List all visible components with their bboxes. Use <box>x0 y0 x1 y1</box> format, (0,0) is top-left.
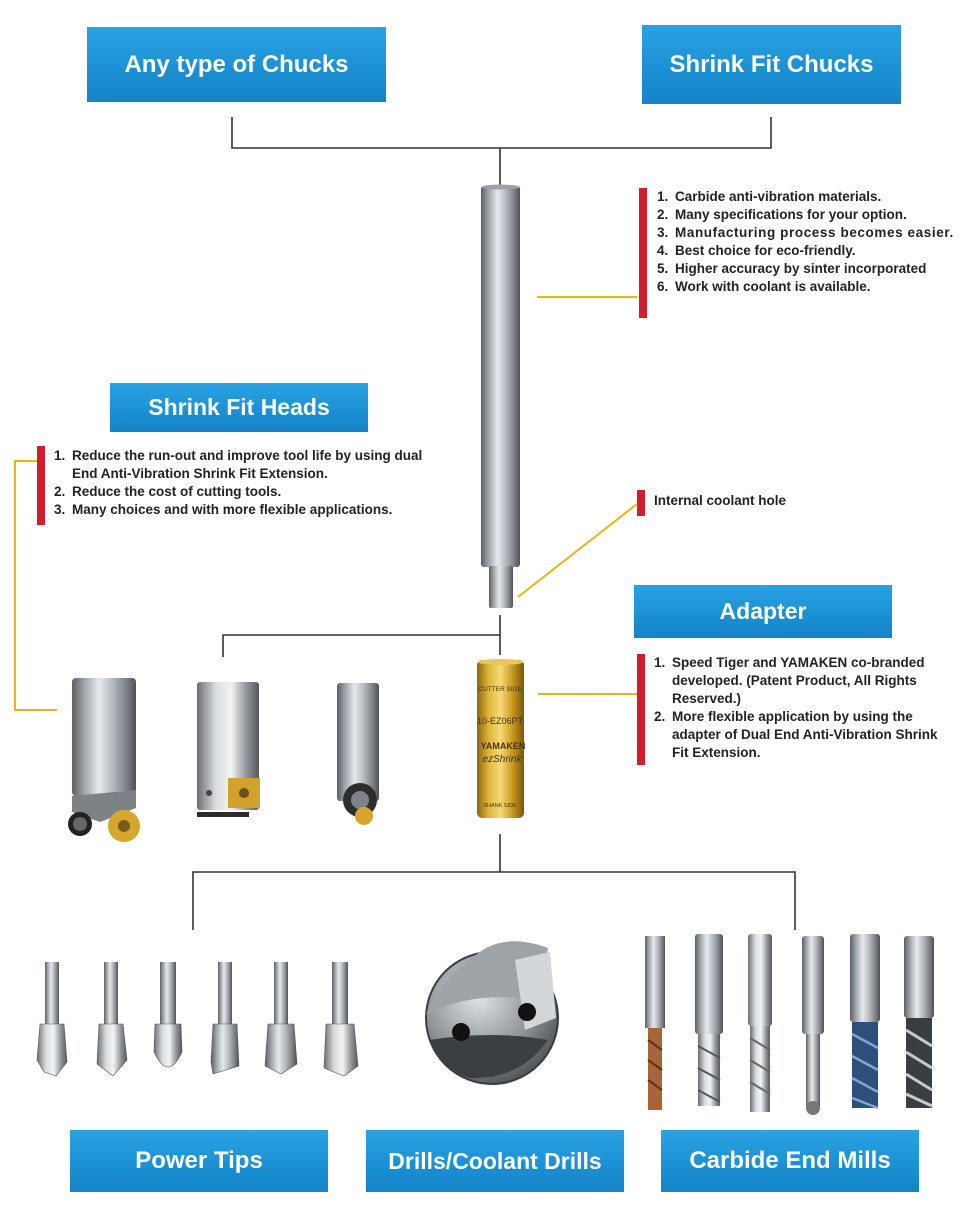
red-bar-extension <box>639 188 647 318</box>
shrink-fit-head-1-image <box>68 678 140 842</box>
list-item: 2.Many specifications for your option. <box>657 207 907 222</box>
adapter-mark-1: CUTTER SIDE <box>478 686 522 693</box>
extension-feature-list: 1.Carbide anti-vibration materials. 2.Ma… <box>657 188 955 296</box>
shrink-fit-head-2-image <box>197 682 260 817</box>
leader-lines <box>14 296 638 711</box>
box-any-type-of-chucks: Any type of Chucks <box>87 27 386 102</box>
red-bar-adapter <box>637 654 645 765</box>
box-carbide-end-mills: Carbide End Mills <box>661 1130 919 1192</box>
list-item: 2.Reduce the cost of cutting tools. <box>54 484 282 499</box>
list-item: 1.Carbide anti-vibration materials. <box>657 189 882 204</box>
carbide-end-mills-image <box>645 934 934 1115</box>
box-drills-coolant-drills: Drills/Coolant Drills <box>366 1130 624 1192</box>
box-shrink-fit-heads-label: Shrink Fit Heads <box>148 394 330 420</box>
adapter-mark-2: 10-EZ06PT <box>477 716 524 726</box>
adapter-mark-5: SHANK SIDE <box>483 803 517 809</box>
shrink-fit-head-3-image <box>337 683 379 825</box>
extension-rod-image <box>481 184 520 608</box>
box-adapter-label: Adapter <box>719 598 807 624</box>
drill-image <box>425 941 559 1085</box>
power-tips-image <box>36 962 359 1077</box>
box-adapter: Adapter <box>634 585 892 638</box>
box-shrink-fit-heads: Shrink Fit Heads <box>110 383 368 432</box>
list-item: 3.Many choices and with more flexible ap… <box>54 502 393 517</box>
adapter-mark-3: YAMAKEN <box>481 741 526 751</box>
box-drills-label: Drills/Coolant Drills <box>388 1147 602 1174</box>
box-power-tips-label: Power Tips <box>135 1147 263 1174</box>
coolant-hole-label: Internal coolant hole <box>654 493 787 508</box>
list-item: 1.Speed Tiger and YAMAKEN co-branded dev… <box>654 655 925 706</box>
box-shrink-fit-chucks: Shrink Fit Chucks <box>642 25 901 104</box>
red-bar-coolant <box>637 490 645 516</box>
box-end-mills-label: Carbide End Mills <box>689 1147 891 1174</box>
list-item: 3.Manufacturing process becomes easier. <box>657 225 954 240</box>
box-shrink-fit-chucks-label: Shrink Fit Chucks <box>669 50 874 78</box>
connector-lines <box>192 117 796 930</box>
adapter-feature-list: 1.Speed Tiger and YAMAKEN co-branded dev… <box>654 654 950 762</box>
red-bar-heads <box>37 446 45 525</box>
list-item: 4.Best choice for eco-friendly. <box>657 243 856 258</box>
list-item: 5.Higher accuracy by sinter incorporated <box>657 261 927 276</box>
list-item: 6.Work with coolant is available. <box>657 279 871 294</box>
list-item: 2.More flexible application by using the… <box>654 709 938 760</box>
heads-feature-list: 1.Reduce the run-out and improve tool li… <box>54 447 438 519</box>
adapter-mark-4: ezShrink <box>483 754 523 765</box>
box-any-type-of-chucks-label: Any type of Chucks <box>124 50 349 78</box>
adapter-image: CUTTER SIDE 10-EZ06PT YAMAKEN ezShrink S… <box>477 659 525 818</box>
list-item: 1.Reduce the run-out and improve tool li… <box>54 448 423 481</box>
box-power-tips: Power Tips <box>70 1130 328 1192</box>
